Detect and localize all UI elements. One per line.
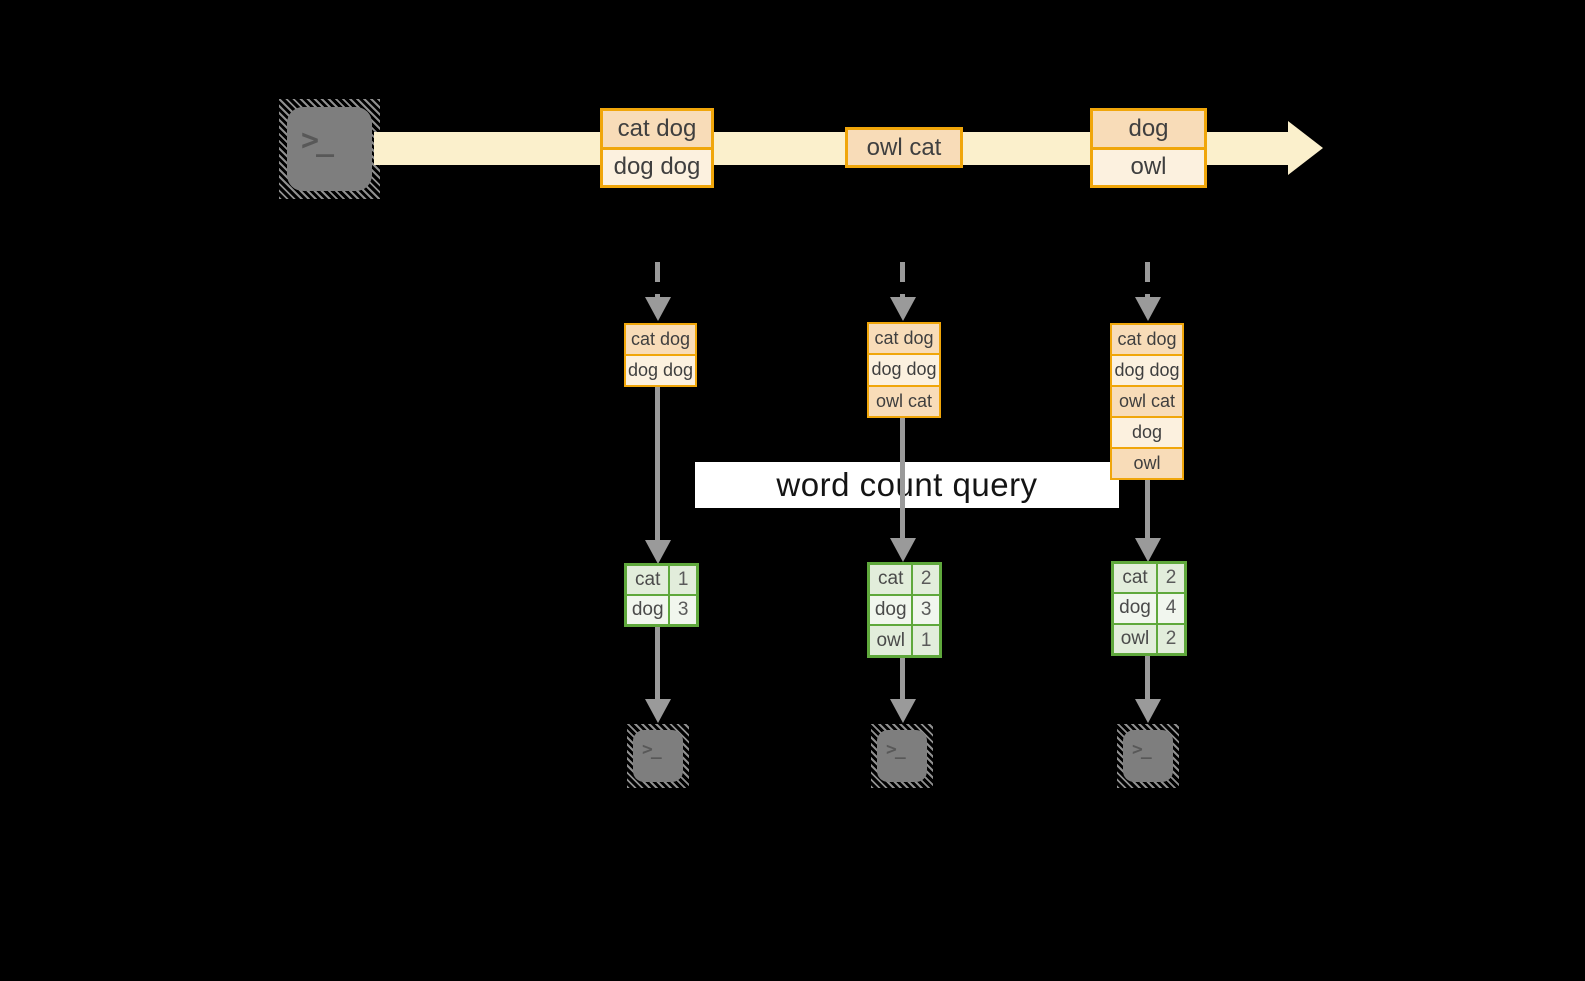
buffer-line: dog dog	[626, 354, 695, 385]
terminal-icon-body: >_	[287, 107, 372, 191]
arrow-head	[645, 699, 671, 723]
count-table-1: cat 1 dog 3	[624, 563, 699, 627]
table-row: dog 3	[870, 593, 939, 625]
count-table-3: cat 2 dog 4 owl 2	[1111, 561, 1187, 656]
word-cell: owl	[1114, 624, 1158, 653]
count-cell: 1	[913, 626, 939, 656]
count-cell: 3	[670, 596, 696, 624]
query-label-band: word count query	[695, 462, 1119, 508]
buffer-stack-2: cat dog dog dog owl cat	[867, 322, 941, 418]
buffer-line: owl cat	[869, 384, 939, 416]
stream-timeline-arrowhead	[1288, 121, 1323, 175]
count-cell: 4	[1158, 594, 1184, 623]
message-line: dog	[1093, 111, 1204, 147]
stream-message-1: cat dog dog dog	[600, 108, 714, 188]
arrow-head	[890, 538, 916, 562]
buffer-line: cat dog	[869, 324, 939, 354]
word-cell: dog	[870, 595, 914, 625]
word-cell: owl	[870, 626, 914, 656]
count-cell: 2	[913, 565, 939, 594]
terminal-icon-body: >_	[1123, 730, 1173, 782]
prompt-glyph: >_	[886, 739, 906, 760]
stream-message-2: owl cat	[845, 127, 963, 168]
arrow-line	[1145, 656, 1150, 700]
buffer-line: dog dog	[869, 353, 939, 385]
message-line: dog dog	[603, 146, 711, 185]
terminal-icon-body: >_	[633, 730, 683, 782]
query-label: word count query	[776, 466, 1038, 503]
count-table-2: cat 2 dog 3 owl 1	[867, 562, 942, 658]
table-row: owl 1	[870, 624, 939, 656]
arrow-head	[1135, 538, 1161, 562]
arrow-line	[655, 386, 660, 542]
terminal-icon: >_	[1117, 724, 1179, 788]
dashed-arrow-head	[1135, 297, 1161, 321]
count-cell: 2	[1158, 564, 1184, 593]
arrow-head	[645, 540, 671, 564]
arrow-line	[1145, 479, 1150, 540]
table-row: cat 1	[627, 566, 696, 594]
stream-message-3: dog owl	[1090, 108, 1207, 188]
dashed-arrow-line	[655, 262, 660, 298]
buffer-stack-3: cat dog dog dog owl cat dog owl	[1110, 323, 1184, 480]
buffer-line: owl	[1112, 447, 1182, 478]
terminal-icon-body: >_	[877, 730, 927, 782]
word-cell: dog	[1114, 594, 1158, 623]
message-line: owl cat	[848, 130, 960, 165]
prompt-glyph: >_	[1132, 739, 1152, 760]
arrow-line	[900, 417, 905, 540]
table-row: cat 2	[870, 565, 939, 594]
count-cell: 1	[670, 566, 696, 594]
buffer-line: dog dog	[1112, 354, 1182, 385]
table-row: dog 4	[1114, 592, 1184, 623]
count-cell: 2	[1158, 624, 1184, 653]
terminal-icon: >_	[627, 724, 689, 788]
buffer-stack-1: cat dog dog dog	[624, 323, 697, 387]
dashed-arrow-head	[890, 297, 916, 321]
table-row: cat 2	[1114, 564, 1184, 593]
buffer-line: dog	[1112, 416, 1182, 447]
count-cell: 3	[913, 595, 939, 625]
message-line: cat dog	[603, 111, 711, 147]
arrow-line	[655, 627, 660, 700]
word-cell: cat	[870, 565, 914, 594]
buffer-line: cat dog	[1112, 325, 1182, 354]
arrow-head	[1135, 699, 1161, 723]
arrow-line	[900, 658, 905, 700]
dashed-arrow-line	[1145, 262, 1150, 298]
word-cell: cat	[627, 566, 671, 594]
prompt-glyph: >_	[642, 739, 662, 760]
arrow-head	[890, 699, 916, 723]
message-line: owl	[1093, 146, 1204, 185]
word-cell: cat	[1114, 564, 1158, 593]
terminal-icon: >_	[871, 724, 933, 788]
terminal-icon: >_	[279, 99, 380, 199]
word-cell: dog	[627, 596, 671, 624]
buffer-line: owl cat	[1112, 385, 1182, 416]
prompt-glyph: >_	[301, 123, 334, 158]
buffer-line: cat dog	[626, 325, 695, 354]
table-row: owl 2	[1114, 622, 1184, 653]
dashed-arrow-line	[900, 262, 905, 298]
table-row: dog 3	[627, 594, 696, 624]
dashed-arrow-head	[645, 297, 671, 321]
